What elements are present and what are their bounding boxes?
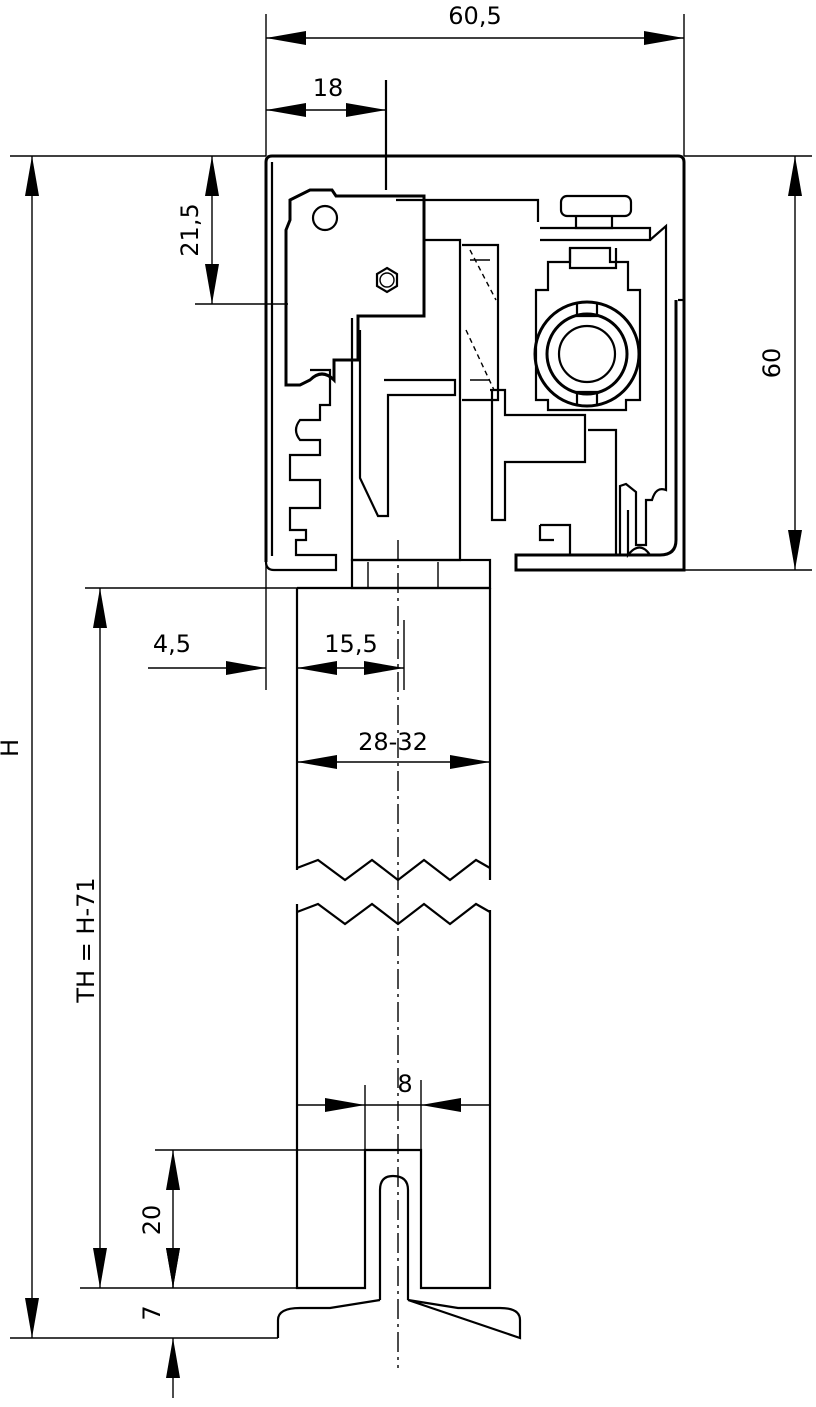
dimension-lines <box>10 14 812 1398</box>
label-side-offset: 4,5 <box>153 630 191 658</box>
door-leaf <box>295 540 492 1368</box>
label-profile-height: 60 <box>758 348 786 379</box>
label-axis-offset: 15,5 <box>324 630 377 658</box>
label-guide-height: 20 <box>138 1205 166 1236</box>
label-groove-width: 8 <box>397 1070 412 1098</box>
label-top-height: 21,5 <box>176 203 204 256</box>
floor-guide <box>276 1174 522 1340</box>
label-total-width: 60,5 <box>448 2 501 30</box>
roller-wheel <box>533 194 652 412</box>
track-profile <box>264 80 686 590</box>
label-top-offset: 18 <box>313 74 344 102</box>
label-floor-gap: 7 <box>138 1305 166 1320</box>
carriage-block <box>284 80 587 562</box>
label-door-thickness: 28-32 <box>358 728 428 756</box>
dimension-labels: 60,5 18 21,5 60 H TH = H-71 4,5 15,5 28-… <box>0 2 786 1321</box>
label-door-height: TH = H-71 <box>72 877 100 1003</box>
label-total-height: H <box>0 739 24 757</box>
